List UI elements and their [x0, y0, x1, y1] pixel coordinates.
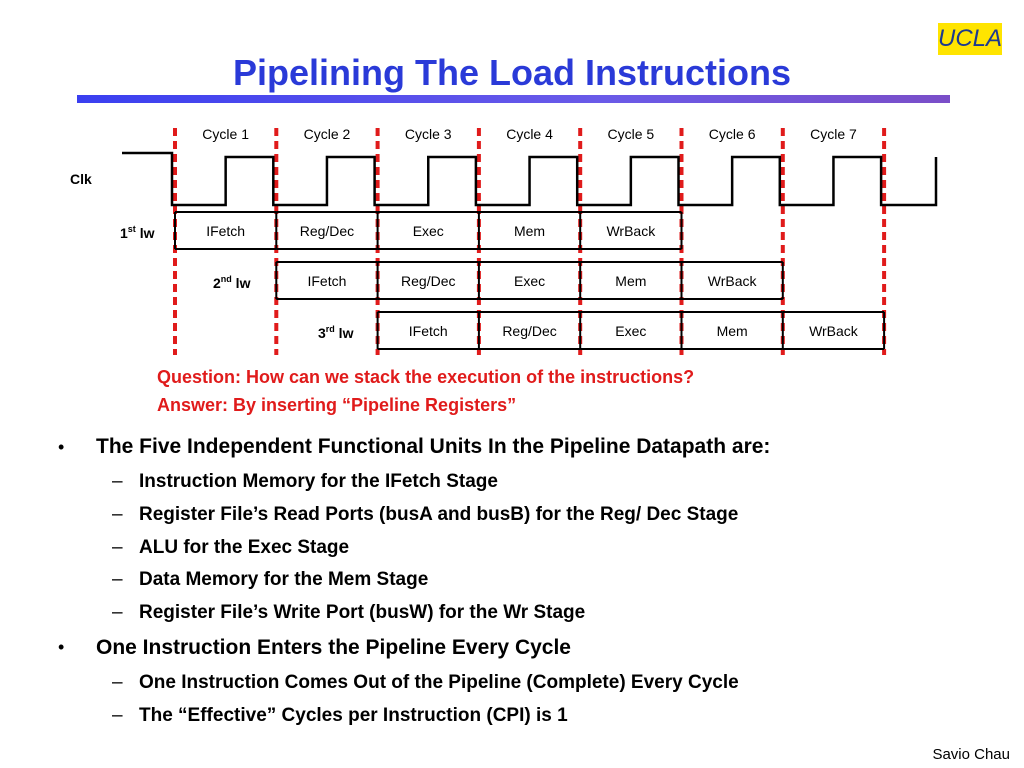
sub-bullet: Register File’s Write Port (busW) for th…: [139, 602, 586, 623]
bullet-marker: •: [58, 437, 65, 457]
stage-label: Mem: [615, 273, 646, 289]
title-divider: [77, 95, 950, 103]
question-text: Question: How can we stack the execution…: [157, 367, 695, 387]
dash-marker: –: [112, 705, 123, 726]
clock-waveform: [122, 151, 938, 207]
cycle-label: Cycle 4: [506, 126, 553, 142]
cycle-label: Cycle 6: [709, 126, 756, 142]
sub-bullet: Data Memory for the Mem Stage: [139, 569, 429, 590]
cycle-label: Cycle 7: [810, 126, 857, 142]
bullet-marker: •: [58, 637, 65, 657]
sub-bullet: One Instruction Comes Out of the Pipelin…: [139, 672, 739, 693]
bullet-2: One Instruction Enters the Pipeline Ever…: [96, 636, 571, 659]
sub-bullet: ALU for the Exec Stage: [139, 537, 350, 558]
stage-label: WrBack: [708, 273, 758, 289]
cycle-labels: Cycle 1 Cycle 2 Cycle 3 Cycle 4 Cycle 5 Cycle…: [202, 126, 857, 142]
answer-text: Answer: By inserting “Pipeline Registers…: [157, 395, 517, 415]
cycle-label: Cycle 2: [304, 126, 351, 142]
instruction-label: 1st lw: [120, 224, 155, 241]
instruction-label: 2nd lw: [213, 274, 251, 291]
stage-label: IFetch: [206, 223, 245, 239]
cycle-label: Cycle 3: [405, 126, 452, 142]
stage-label: Exec: [413, 223, 444, 239]
instruction-label: 3rd lw: [318, 324, 354, 341]
dash-marker: –: [112, 504, 123, 525]
stage-label: WrBack: [809, 323, 859, 339]
stage-label: Reg/Dec: [401, 273, 455, 289]
stage-label: IFetch: [409, 323, 448, 339]
dash-marker: –: [112, 471, 123, 492]
clk-label: Clk: [70, 171, 92, 187]
bullet-1: The Five Independent Functional Units In…: [96, 435, 771, 458]
dash-marker: –: [112, 537, 123, 558]
sub-bullet: The “Effective” Cycles per Instruction (…: [139, 705, 568, 726]
stage-label: Mem: [717, 323, 748, 339]
stage-label: WrBack: [606, 223, 656, 239]
page-title: Pipelining The Load Instructions: [232, 52, 792, 93]
stage-label: IFetch: [307, 273, 346, 289]
cycle-label: Cycle 1: [202, 126, 249, 142]
stage-label: Reg/Dec: [300, 223, 354, 239]
ucla-logo: UCLA: [938, 23, 1002, 55]
sub-bullet: Register File’s Read Ports (busA and bus…: [139, 504, 739, 525]
stage-label: Exec: [514, 273, 545, 289]
stage-label: Reg/Dec: [502, 323, 556, 339]
dash-marker: –: [112, 569, 123, 590]
sub-bullet: Instruction Memory for the IFetch Stage: [139, 471, 498, 492]
author-footer: Savio Chau: [932, 746, 1010, 763]
stage-label: Mem: [514, 223, 545, 239]
dash-marker: –: [112, 602, 123, 623]
dash-marker: –: [112, 672, 123, 693]
cycle-label: Cycle 5: [608, 126, 655, 142]
stage-label: Exec: [615, 323, 646, 339]
